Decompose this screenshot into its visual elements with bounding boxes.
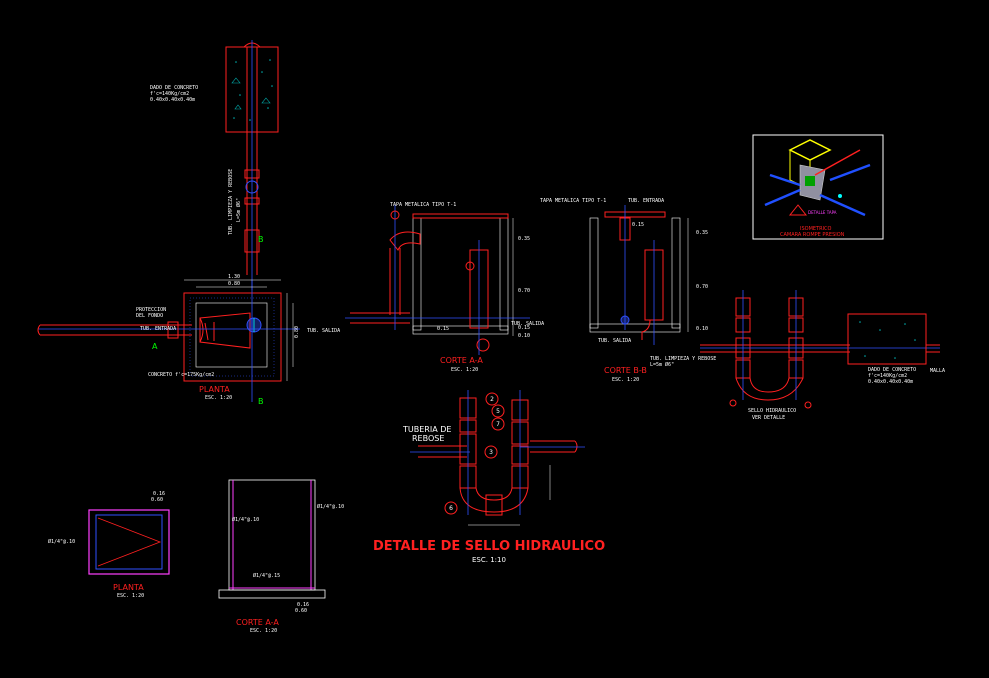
proteccion-label-1: PROTECCION — [136, 307, 166, 313]
plan-title: PLANTA — [199, 385, 230, 394]
tapa-corte — [218, 479, 326, 599]
corte-bb-dim2: 0.70 — [696, 284, 708, 290]
detail-bubble-2: 2 — [490, 396, 494, 403]
corte-aa-bubble-2 — [465, 261, 475, 271]
marker-a-left: A — [152, 342, 158, 351]
detail-bubble-3: 3 — [489, 449, 493, 456]
tapa-corte-rebar3: Ø1/4"@.15 — [253, 572, 280, 579]
right-dado-2: f'c=140Kg/cm2 — [868, 373, 907, 379]
detail-bubble-6: 6 — [449, 505, 453, 512]
plan-tub-entrada: TUB. ENTRADA — [140, 326, 176, 332]
tapa-corte-title: CORTE A-A — [236, 618, 279, 627]
corte-aa-elev: 0.15 — [437, 326, 449, 332]
sello-label-2: VER DETALLE — [752, 415, 785, 421]
tapa-plan-dim: 0.16 — [153, 491, 165, 497]
tapa-plan-rebar: Ø1/4"@.10 — [48, 538, 75, 545]
proteccion-label-2: DEL FONDO — [136, 313, 163, 319]
dado-spec1-top: f'c=140Kg/cm2 — [150, 91, 189, 97]
main-title: DETALLE DE SELLO HIDRAULICO — [373, 539, 605, 554]
detail-bubble-7: 7 — [496, 421, 500, 428]
corte-aa-scale: ESC. 1:20 — [451, 367, 478, 373]
plan-dim-top1: 1.30 — [228, 274, 240, 280]
detail-tuberia-1: TUBERIA DE — [402, 425, 451, 434]
corte-aa-tub-salida: TUB. SALIDA — [511, 321, 544, 327]
isometric-view — [752, 134, 884, 240]
plan-inlet-pipe — [37, 321, 192, 339]
dado-spec2-top: 0.40x0.40x0.40m — [150, 97, 195, 103]
corte-bb-scale: ESC. 1:20 — [612, 377, 639, 383]
iso-label-1: ISOMETRICO — [800, 226, 832, 232]
marker-b-bottom: B — [258, 397, 264, 406]
iso-label-2: CAMARA ROMPE PRESION — [780, 232, 845, 238]
dado-label-top: DADO DE CONCRETO — [150, 85, 198, 91]
tapa-corte-rebar2: Ø1/4"@.10 — [317, 503, 344, 510]
right-seal-assembly — [700, 290, 940, 401]
tapa-corte-dim2: 0.60 — [295, 608, 307, 614]
right-bubble-b — [804, 401, 812, 409]
tube-label-vertical: TUB. LIMPIEZA Y REBOSE — [228, 169, 234, 235]
corte-aa-section — [345, 205, 530, 355]
detail-bubble-5: 5 — [496, 408, 500, 415]
tapa-plan-title: PLANTA — [113, 583, 144, 592]
plan-dim-side: 0.80 — [294, 326, 300, 338]
vertical-cleaning-pipe — [243, 40, 261, 290]
corte-aa-dim1: 0.35 — [518, 236, 530, 242]
corte-bb-dim3: 0.10 — [696, 326, 708, 332]
plan-chamber — [38, 280, 300, 402]
corte-bb-dim1: 0.35 — [696, 230, 708, 236]
corte-bb-small-dim: 0.15 — [632, 222, 644, 228]
tapa-plan — [88, 509, 170, 575]
corte-bb-section — [589, 205, 689, 345]
corte-bb-limpieza2: L=5m Ø6" — [650, 361, 674, 368]
corte-bb-tapa-label: TAPA METALICA TIPO T-1 — [540, 198, 606, 204]
tapa-corte-dim: 0.16 — [297, 602, 309, 608]
tapa-corte-rebar1: Ø1/4"@.10 — [232, 516, 259, 523]
right-bubble-a — [729, 399, 737, 407]
plan-tub-salida: TUB. SALIDA — [307, 328, 340, 334]
right-concrete-hatch — [859, 321, 916, 359]
corte-aa-title: CORTE A-A — [440, 356, 483, 365]
corte-bb-limpieza1: TUB. LIMPIEZA Y REBOSE — [650, 356, 716, 362]
marker-b-top: B — [258, 235, 264, 244]
corte-bb-tub-salida: TUB. SALIDA — [598, 338, 631, 344]
corte-bb-tub-entrada: TUB. ENTRADA — [628, 198, 664, 204]
detail-tuberia-2: REBOSE — [412, 434, 444, 443]
corte-aa-tapa-label: TAPA METALICA TIPO T-1 — [390, 202, 456, 208]
sello-label-1: SELLO HIDRAULICO — [748, 408, 796, 414]
tapa-plan-dim2: 0.60 — [151, 497, 163, 503]
main-scale: ESC. 1:10 — [472, 556, 506, 564]
tube-length-vertical: L=5m Ø6" — [235, 198, 242, 222]
plan-scale: ESC. 1:20 — [205, 395, 232, 401]
detail-bubbles — [444, 392, 505, 515]
corte-bb-title: CORTE B-B — [604, 366, 647, 375]
corte-aa-dim2: 0.70 — [518, 288, 530, 294]
tapa-corte-scale: ESC. 1:20 — [250, 628, 277, 634]
seal-detail-assembly — [410, 390, 585, 526]
plan-dim-top2: 0.80 — [228, 281, 240, 287]
iso-label-3: DETALLE TAPA — [808, 210, 837, 215]
corte-aa-dim4: 0.10 — [518, 333, 530, 339]
right-dado-3: 0.40x0.40x0.40m — [868, 379, 913, 385]
plan-concreto-label: CONCRETO f'c=175Kg/cm2 — [148, 372, 214, 378]
tapa-plan-scale: ESC. 1:20 — [117, 593, 144, 599]
corte-aa-dim3: 0.15 — [518, 325, 530, 331]
right-malla: MALLA — [930, 368, 945, 374]
corte-aa-bubble-1 — [390, 210, 400, 220]
plan-dimension-lines — [184, 279, 294, 381]
right-dado-1: DADO DE CONCRETO — [868, 367, 916, 373]
